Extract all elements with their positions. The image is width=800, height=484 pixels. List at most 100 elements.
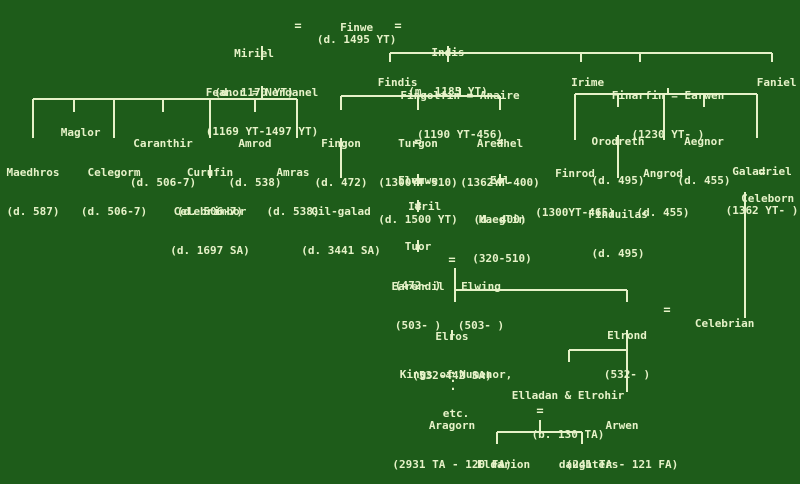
maedhros-dates: (d. 587) xyxy=(6,205,60,218)
feanor-nerdanel-dates: (1169 YT-1497 YT) xyxy=(205,125,319,138)
ellipsis-dot: . xyxy=(449,379,457,393)
node-idril: Idril xyxy=(395,187,441,213)
node-celegorm: Celegorm (d. 506-7) xyxy=(81,140,147,231)
amrod-dates: (d. 538) xyxy=(228,176,282,189)
elwing-dates: (503- ) xyxy=(457,319,505,332)
node-faniel: Faniel xyxy=(744,63,797,89)
daughters-name: daughters xyxy=(558,458,619,471)
marriage-symbol: = xyxy=(536,404,544,418)
findis-name: Findis xyxy=(377,76,418,89)
eldarion-name: Eldarion xyxy=(477,458,531,471)
maglor-name: Maglor xyxy=(60,126,101,139)
node-aredhel: Aredhel (1362YT-400) xyxy=(460,111,539,202)
finduilas-name: Finduilas xyxy=(588,208,648,221)
node-celeborn: Celeborn xyxy=(728,179,794,205)
node-finduilas: Finduilas (d. 495) xyxy=(588,182,648,273)
maeglin-dates: (320-510) xyxy=(472,252,532,265)
angrod-name: Angrod xyxy=(643,167,683,180)
finduilas-dates: (d. 495) xyxy=(591,247,645,260)
marriage-symbol: = xyxy=(496,135,504,149)
node-eol: Eol (d. 400) xyxy=(474,148,527,239)
node-maglor: Maglor xyxy=(48,113,101,139)
elros-name: Elros xyxy=(435,330,469,343)
node-maeglin: Maeglin (320-510) xyxy=(472,187,532,278)
celegorm-name: Celegorm xyxy=(87,166,141,179)
angrod-dates: (d. 455) xyxy=(636,206,690,219)
marriage-symbol: = xyxy=(663,303,671,317)
orodreth-dates: (d. 495) xyxy=(591,174,645,187)
celebrimbor-name: Celebrimbor xyxy=(173,205,247,218)
elrond-name: Elrond xyxy=(607,329,647,342)
ellipsis-dot: . xyxy=(449,363,457,377)
node-finwe: Finwe xyxy=(327,8,373,34)
connector-lines xyxy=(32,46,773,444)
node-elladan-elrohir: Elladan & Elrohir (b. 130 TA) xyxy=(512,363,625,454)
miriel-name: Miriel xyxy=(234,47,274,60)
gilgalad-dates: (d. 3441 SA) xyxy=(301,244,381,257)
elrond-dates: (532- ) xyxy=(603,368,651,381)
aredhel-dates: (1362YT-400) xyxy=(460,176,540,189)
orodreth-name: Orodreth xyxy=(591,135,645,148)
finarfin-earwen-name: Finarfin = Earwen xyxy=(611,89,725,102)
earendil-name: Earendil xyxy=(391,280,445,293)
turgon-dates: (1300YT-510) xyxy=(378,176,458,189)
marriage-symbol: = xyxy=(448,253,456,267)
finrod-name: Finrod xyxy=(555,167,595,180)
fingolfin-anaire-dates: (1190 YT-456) xyxy=(416,128,504,141)
faniel-name: Faniel xyxy=(756,76,797,89)
node-feanor-nerdanel: Feanor = Nerdanel (1169 YT-1497 YT) xyxy=(206,60,319,151)
eol-name: Eol xyxy=(490,174,510,187)
ellipsis-dot: . xyxy=(449,371,457,385)
node-maedhros: Maedhros (d. 587) xyxy=(7,140,60,231)
node-miriel: Miriel (d. 1170 YT) xyxy=(214,21,293,112)
family-tree-lines xyxy=(32,46,773,444)
amras-dates: (d. 538) xyxy=(266,205,320,218)
node-finrod: Finrod (1300YT-465) xyxy=(535,141,614,232)
earendil-dates: (503- ) xyxy=(394,319,442,332)
aegnor-name: Aegnor xyxy=(684,135,724,148)
curufin-name: Curufin xyxy=(186,166,234,179)
node-gilgalad: Gil-galad (d. 3441 SA) xyxy=(301,179,380,270)
node-findis: Findis xyxy=(365,63,418,89)
marriage-symbol: = xyxy=(758,165,766,179)
node-galadriel: Galadriel (1362 YT- ) xyxy=(726,139,799,230)
node-fingolfin-anaire: Fingolfin = Anaire (1190 YT-456) xyxy=(400,63,519,154)
irime-name: Irime xyxy=(571,76,605,89)
maedhros-name: Maedhros xyxy=(6,166,60,179)
finrod-dates: (1300YT-465) xyxy=(535,206,615,219)
gilgalad-name: Gil-galad xyxy=(311,205,371,218)
caranthir-name: Caranthir xyxy=(133,137,193,150)
node-turgon: Turgon (1300YT-510) xyxy=(378,111,457,202)
elros-dates: (532-442 SA) xyxy=(412,369,492,382)
marriage-symbol: = xyxy=(414,199,422,213)
elladan-elrohir-dates: (b. 130 TA) xyxy=(531,428,605,441)
celeborn-name: Celeborn xyxy=(741,192,795,205)
node-indis: Indis (m. 1185 YT) xyxy=(408,20,487,111)
node-angrod: Angrod (d. 455) xyxy=(637,141,690,232)
fingon-dates: (d. 472) xyxy=(314,176,368,189)
arwen-name: Arwen xyxy=(605,419,639,432)
node-irime: Irime xyxy=(558,63,604,89)
amras-name: Amras xyxy=(276,166,310,179)
node-curufin: Curufin (d. 506-7) xyxy=(177,140,243,231)
node-finwe-dates: (d. 1495 YT) xyxy=(304,20,397,46)
node-daughters: daughters xyxy=(546,445,619,471)
miriel-dates: (d. 1170 YT) xyxy=(214,86,294,99)
kings-numenor-etc: etc. xyxy=(442,407,470,420)
celegorm-dates: (d. 506-7) xyxy=(80,205,148,218)
node-finarfin-earwen: Finarfin = Earwen (1230 YT- ) xyxy=(612,63,725,154)
elwing-name: Elwing xyxy=(461,280,501,293)
elenwe-name: Elenwe xyxy=(398,174,438,187)
node-elrond: Elrond (532- ) xyxy=(604,303,650,394)
kings-numenor-name: Kings of Numenor, xyxy=(399,368,513,381)
marriage-symbol: = xyxy=(294,19,302,33)
marriage-symbol: = xyxy=(414,135,422,149)
finarfin-earwen-dates: (1230 YT- ) xyxy=(631,128,705,141)
node-fingon: Fingon (d. 472) xyxy=(315,111,368,202)
elenwe-dates: (d. 1500 YT) xyxy=(378,213,458,226)
finwe-dates: (d. 1495 YT) xyxy=(316,33,397,46)
node-caranthir: Caranthir (d. 506-7) xyxy=(130,111,196,202)
node-eldarion: Eldarion xyxy=(464,445,530,471)
caranthir-dates: (d. 506-7) xyxy=(129,176,197,189)
galadriel-dates: (1362 YT- ) xyxy=(725,204,799,217)
